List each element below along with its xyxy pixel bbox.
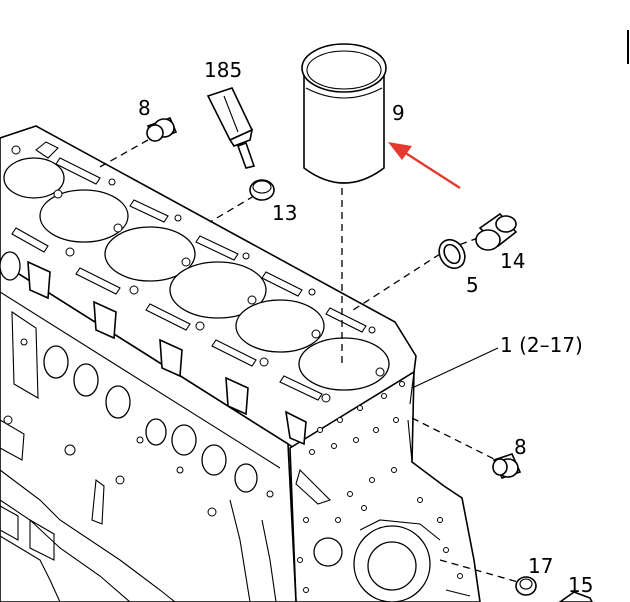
block-leader: [411, 347, 499, 389]
label-17: 17: [528, 554, 553, 578]
label-13: 13: [272, 201, 297, 225]
engine-block: [0, 125, 481, 602]
pointer-arrow: [388, 142, 461, 190]
assembly-lines: [97, 139, 519, 583]
deck-holes: [11, 145, 385, 403]
label-5: 5: [466, 273, 479, 297]
front-dots: [297, 381, 463, 593]
cylinder-bores: [0, 157, 390, 391]
oil-filter-185: [206, 87, 256, 169]
part-17: [515, 576, 537, 596]
label-8-top: 8: [138, 96, 151, 120]
label-8-side: 8: [514, 435, 527, 459]
label-185: 185: [204, 58, 242, 82]
side-holes: [3, 338, 274, 517]
cap-13: [249, 179, 275, 201]
edge-bosses: [27, 260, 307, 446]
plug-8-side: [492, 453, 522, 479]
cylinder-liner-9: [301, 43, 387, 184]
label-9: 9: [392, 101, 405, 125]
part-15: [558, 591, 593, 602]
label-14: 14: [500, 249, 525, 273]
plug-14: [475, 212, 518, 251]
label-block: 1 (2–17): [500, 333, 583, 357]
gasket-5: [438, 238, 466, 270]
water-jackets: [11, 141, 367, 401]
plug-8-top: [146, 116, 178, 142]
label-15: 15: [568, 573, 593, 597]
